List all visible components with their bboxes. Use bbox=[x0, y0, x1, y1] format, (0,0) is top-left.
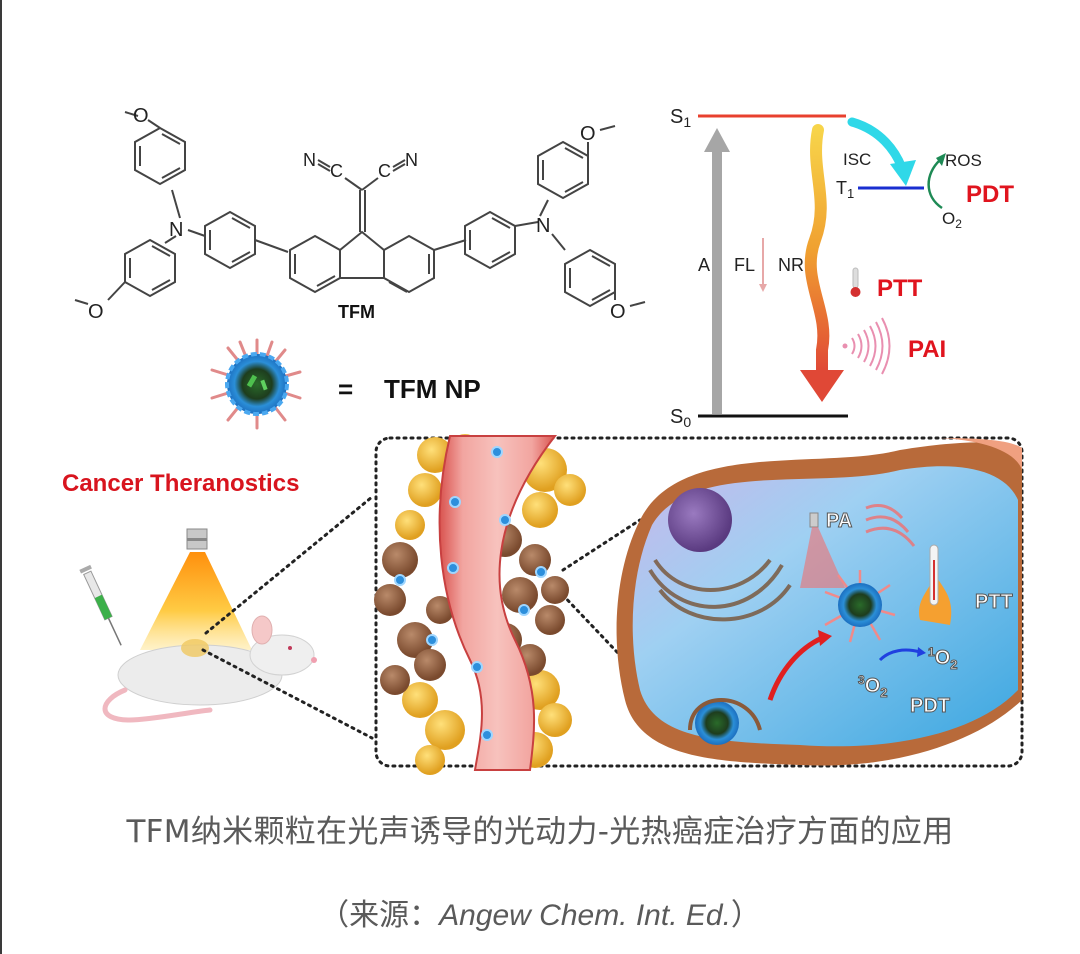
tfm-molecule-structure bbox=[74, 111, 646, 308]
cell-pa-label: PA bbox=[826, 510, 852, 532]
source-prefix: （来源： bbox=[319, 898, 440, 933]
atom-n-nitrile-right: N bbox=[405, 150, 418, 170]
isc-label: ISC bbox=[843, 150, 871, 169]
ros-label: ROS bbox=[945, 151, 982, 170]
fluorescence-label: FL bbox=[734, 255, 755, 275]
ptt-label: PTT bbox=[877, 275, 923, 302]
energy-outcome-labels: PDT PTT PAI bbox=[877, 181, 1014, 363]
absorption-arrow bbox=[712, 150, 722, 414]
tfm-molecule-atoms: O N O N C C N N O O bbox=[88, 105, 626, 323]
atom-c-nitrile-left: C bbox=[330, 161, 343, 181]
cell-panel-labels: PA PTT PDT 1O2 3O2 bbox=[826, 510, 1014, 718]
atom-o-right-bottom: O bbox=[610, 301, 626, 323]
triplet-oxygen-label: 3O2 bbox=[858, 673, 887, 700]
atom-c-nitrile-right: C bbox=[378, 161, 391, 181]
oxygen-conversion-arrow bbox=[878, 648, 921, 662]
np-legend-label: TFM NP bbox=[384, 374, 481, 404]
ptt-thermometer-flame-icon bbox=[918, 544, 952, 625]
cell-nanoparticle-icon bbox=[824, 570, 896, 643]
nucleus-icon bbox=[668, 488, 732, 552]
np-equals-sign: = bbox=[338, 374, 353, 404]
t1-label: T1 bbox=[836, 178, 854, 201]
atom-n-nitrile-left: N bbox=[303, 150, 316, 170]
cell-pdt-label: PDT bbox=[910, 695, 950, 717]
photoacoustic-waves-icon bbox=[842, 317, 891, 375]
nonradiative-wavy-arrow bbox=[804, 124, 830, 378]
atom-o-right-top: O bbox=[580, 123, 596, 145]
scientific-figure: O N O N C C N N O O TFM = TFM NP bbox=[62, 105, 1024, 775]
blood-vessel-tumor-panel bbox=[374, 434, 1024, 775]
cell-ptt-label: PTT bbox=[975, 591, 1013, 613]
absorption-label: A bbox=[698, 255, 710, 275]
thermometer-icon bbox=[850, 267, 861, 297]
tumor-cell-illustration bbox=[616, 438, 1022, 766]
source-journal: Angew Chem. Int. Ed. bbox=[439, 899, 731, 932]
oxygen-label: O2 bbox=[942, 209, 962, 231]
nonradiative-label: NR bbox=[778, 255, 804, 275]
nanoparticle-icon bbox=[210, 338, 302, 430]
molecule-name-label: TFM bbox=[338, 302, 375, 322]
pdt-label: PDT bbox=[966, 181, 1014, 208]
cancer-theranostics-label: Cancer Theranostics bbox=[62, 470, 299, 497]
atom-o-left-top: O bbox=[133, 105, 149, 127]
s1-label: S1 bbox=[670, 106, 691, 130]
source-suffix: ） bbox=[730, 898, 761, 933]
atom-n-right: N bbox=[536, 215, 550, 237]
jablonski-energy-diagram bbox=[698, 114, 946, 418]
ros-arrow bbox=[927, 159, 943, 210]
endoplasmic-reticulum-icon bbox=[648, 558, 792, 622]
energy-diagram-labels: S1 S0 T1 A FL NR ISC ROS O2 bbox=[670, 106, 982, 430]
pa-sound-waves-icon bbox=[865, 504, 916, 547]
laser-beam bbox=[140, 552, 252, 650]
page-left-border bbox=[0, 0, 2, 954]
mouse-laser-illustration bbox=[79, 528, 317, 723]
figure-source: （来源：Angew Chem. Int. Ed.） bbox=[0, 890, 1080, 934]
syringe-icon bbox=[79, 564, 122, 646]
atom-o-left-bottom: O bbox=[88, 301, 104, 323]
figure-caption: TFM纳米颗粒在光声诱导的光动力-光热癌症治疗方面的应用 bbox=[126, 814, 954, 850]
uptake-arrow bbox=[767, 635, 824, 701]
s0-label: S0 bbox=[670, 406, 691, 430]
pai-label: PAI bbox=[908, 336, 946, 363]
atom-n-left: N bbox=[169, 219, 183, 241]
endocytosed-nanoparticle-icon bbox=[688, 698, 762, 745]
singlet-oxygen-label: 1O2 bbox=[928, 645, 957, 672]
